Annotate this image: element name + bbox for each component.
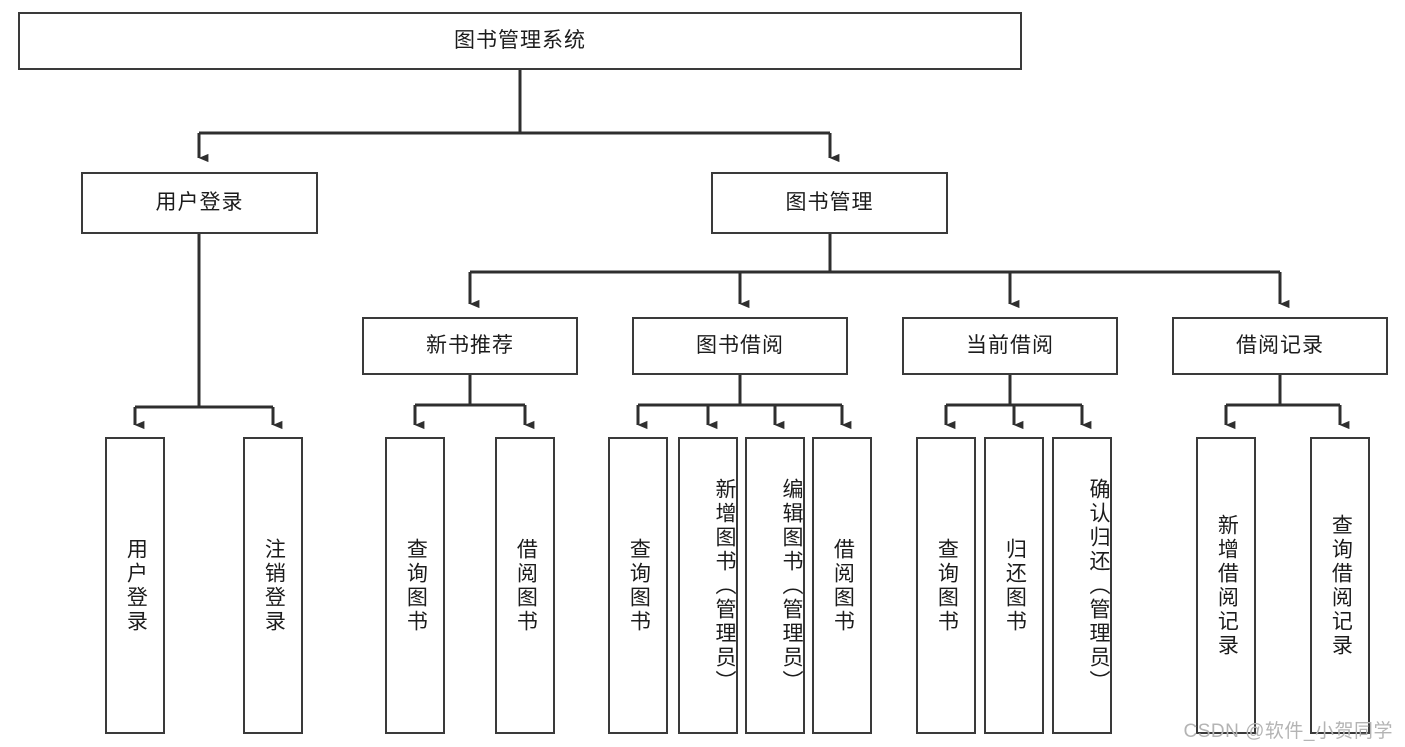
node-user-login[interactable]: 用户登录 — [81, 172, 318, 234]
node-label: 图书借阅 — [696, 333, 784, 357]
node-book-manage[interactable]: 图书管理 — [711, 172, 948, 234]
leaf-query-book-borrow[interactable]: 查询图书 — [608, 437, 668, 734]
leaf-return-book[interactable]: 归还图书 — [984, 437, 1044, 734]
leaf-borrow-book[interactable]: 借阅图书 — [812, 437, 872, 734]
node-new-book-recommend[interactable]: 新书推荐 — [362, 317, 578, 375]
leaf-borrow-book-recommend[interactable]: 借阅图书 — [495, 437, 555, 734]
leaf-add-borrow-record[interactable]: 新增借阅记录 — [1196, 437, 1256, 734]
node-label: 借阅图书 — [514, 537, 538, 634]
node-label: 新增借阅记录 — [1215, 513, 1239, 658]
leaf-user-login[interactable]: 用户登录 — [105, 437, 165, 734]
leaf-logout-login[interactable]: 注销登录 — [243, 437, 303, 734]
leaf-query-book-recommend[interactable]: 查询图书 — [385, 437, 445, 734]
node-label: 图书管理 — [785, 190, 874, 214]
leaf-add-book[interactable]: 新增图书（管理员） — [678, 437, 738, 734]
node-book-borrow[interactable]: 图书借阅 — [632, 317, 848, 375]
node-label: 用户登录 — [155, 190, 244, 214]
node-current-borrow[interactable]: 当前借阅 — [902, 317, 1118, 375]
node-label: 编辑图书（管理员） — [780, 477, 803, 694]
node-label: 查询图书 — [404, 537, 428, 634]
leaf-confirm-return[interactable]: 确认归还（管理员） — [1052, 437, 1112, 734]
node-label: 借阅记录 — [1236, 333, 1324, 357]
node-label: 图书管理系统 — [454, 28, 586, 52]
node-label: 注销登录 — [262, 537, 286, 634]
node-label: 归还图书 — [1003, 537, 1027, 634]
node-label: 查询借阅记录 — [1329, 513, 1353, 658]
watermark-text: CSDN @软件_小贺同学 — [1183, 721, 1393, 742]
node-label: 借阅图书 — [831, 537, 855, 634]
node-borrow-record[interactable]: 借阅记录 — [1172, 317, 1388, 375]
node-label: 新书推荐 — [426, 333, 514, 357]
node-label: 查询图书 — [935, 537, 959, 634]
node-label: 查询图书 — [627, 537, 651, 634]
node-label: 确认归还（管理员） — [1087, 477, 1110, 694]
node-label: 当前借阅 — [966, 333, 1054, 357]
node-label: 新增图书（管理员） — [713, 477, 736, 694]
node-root-system[interactable]: 图书管理系统 — [18, 12, 1022, 70]
leaf-query-book-current[interactable]: 查询图书 — [916, 437, 976, 734]
leaf-edit-book[interactable]: 编辑图书（管理员） — [745, 437, 805, 734]
leaf-query-borrow-record[interactable]: 查询借阅记录 — [1310, 437, 1370, 734]
node-label: 用户登录 — [124, 537, 148, 634]
